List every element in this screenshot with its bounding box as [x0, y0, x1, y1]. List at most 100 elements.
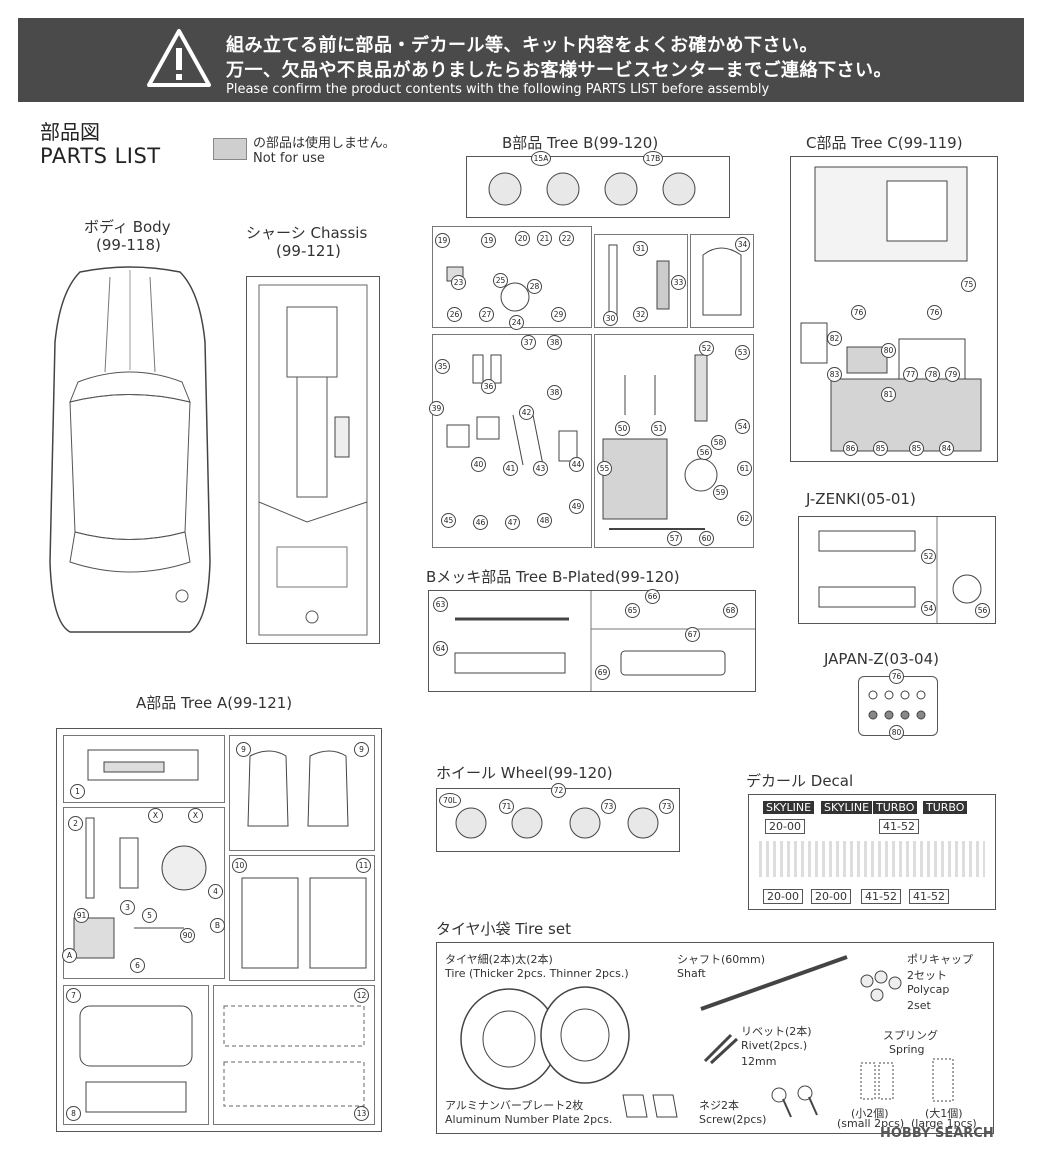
tree-b-cell-1: 19 19 20 21 22 23 25 24 26 27 28 29 — [432, 226, 592, 330]
japan-z-drawing — [868, 690, 926, 720]
j-zenki-label: J-ZENKI(05-01) — [806, 490, 916, 508]
part-number: 28 — [527, 279, 542, 294]
j-zenki-frame: 52 54 56 — [798, 516, 996, 624]
tree-b-cell-3: 34 — [690, 234, 754, 328]
tree-c-drawing — [800, 166, 982, 452]
floor-parts — [241, 877, 367, 969]
part-number: 46 — [473, 515, 488, 530]
part-number: 13 — [354, 1106, 369, 1121]
part-number: 17B — [643, 151, 663, 166]
part-number: 56 — [975, 603, 990, 618]
legend-text-jp: の部品は使用しません。 — [253, 136, 396, 151]
part-number: 66 — [645, 589, 660, 604]
parts-list-title-jp: 部品図 — [40, 120, 100, 144]
decal-sheet: SKYLINE SKYLINE TURBO TURBO 20-00 41-52 … — [748, 794, 996, 910]
rivet-text-jp: リベット(2本) — [741, 1025, 812, 1038]
part-number: 76 — [851, 305, 866, 320]
part-number: 40 — [471, 457, 486, 472]
body-code: (99-118) — [96, 236, 161, 254]
part-number: 85 — [873, 441, 888, 456]
part-number: 53 — [735, 345, 750, 360]
spring-text-jp: スプリング — [883, 1029, 938, 1042]
polycap-text-en-2: 2set — [907, 999, 931, 1012]
shaft-text-jp: シャフト(60mm) — [677, 953, 766, 966]
part-number: 36 — [481, 379, 496, 394]
part-number: 86 — [843, 441, 858, 456]
part-number: 73 — [659, 799, 674, 814]
plate-text-en: Aluminum Number Plate 2pcs. — [445, 1113, 613, 1126]
part-number: 6 — [130, 958, 145, 973]
part-number: 78 — [925, 367, 940, 382]
part-number: 55 — [597, 461, 612, 476]
part-number: 2 — [68, 816, 83, 831]
part-number: 27 — [479, 307, 494, 322]
part-number: 54 — [735, 419, 750, 434]
tree-a-cell-floor: 10 11 — [229, 855, 375, 981]
part-number: 56 — [697, 445, 712, 460]
rivet-text-en: Rivet(2pcs.) — [741, 1039, 808, 1052]
part-number: B — [210, 918, 225, 933]
banner-line-1: 組み立てる前に部品・デカール等、キット内容をよくお確かめ下さい。 — [226, 35, 818, 56]
part-number: 91 — [74, 908, 89, 923]
spring-large-jp: (大1個) — [925, 1107, 963, 1120]
part-number: 42 — [519, 405, 534, 420]
part-number: 12 — [354, 988, 369, 1003]
japan-z-label: JAPAN-Z(03-04) — [824, 650, 939, 668]
dashboard-part — [87, 749, 199, 781]
part-number: 21 — [537, 231, 552, 246]
spring-drawing — [860, 1058, 954, 1102]
banner-line-2: 万一、欠品や不良品がありましたらお客様サービスセンターまでご連絡下さい。 — [226, 60, 892, 81]
chassis-drawing — [258, 284, 368, 636]
part-number: 41 — [503, 461, 518, 476]
part-number: X — [188, 808, 203, 823]
screw-drawing — [771, 1085, 818, 1118]
tree-a-cell-interior: 2 3 4 5 6 X X 91 90 A B — [62, 807, 225, 979]
part-number: 38 — [547, 335, 562, 350]
banner-line-3: Please confirm the product contents with… — [226, 82, 770, 97]
decal-plate-2: 41-52 — [879, 819, 919, 834]
part-number: 8 — [66, 1106, 81, 1121]
chassis-tree — [246, 276, 380, 644]
tires-drawing — [460, 986, 630, 1090]
part-number: 80 — [881, 343, 896, 358]
part-number: 29 — [551, 307, 566, 322]
part-number: 43 — [533, 461, 548, 476]
part-number: 1 — [70, 784, 85, 799]
number-plate-drawing — [622, 1094, 678, 1118]
shaft-text-en: Shaft — [677, 967, 706, 980]
part-number: 69 — [595, 665, 610, 680]
part-number: 37 — [521, 335, 536, 350]
decal-plate-3: 20-00 — [763, 889, 803, 904]
part-number: 26 — [447, 307, 462, 322]
part-number: 19 — [435, 233, 450, 248]
tree-b-top-frame: 15A 17B — [466, 151, 730, 218]
tree-b-label: B部品 Tree B(99-120) — [502, 134, 659, 152]
tree-a-cell-panels: 12 13 — [213, 985, 375, 1125]
decal-plate-4: 20-00 — [811, 889, 851, 904]
part-number: 20 — [515, 231, 530, 246]
part-number: 48 — [537, 513, 552, 528]
part-number: 23 — [451, 275, 466, 290]
legend-swatch — [213, 138, 247, 160]
tree-a-cell-dashboard: 1 — [63, 735, 225, 803]
screw-text-en: Screw(2pcs) — [699, 1113, 767, 1126]
pedal-grille-parts — [602, 354, 718, 530]
tree-b-main: 19 19 20 21 22 23 25 24 26 27 28 29 30 3… — [429, 226, 754, 548]
spring-text-en: Spring — [889, 1043, 925, 1056]
wheel-parts — [455, 807, 659, 839]
decal-plate-1: 20-00 — [765, 819, 805, 834]
part-number: 34 — [735, 237, 750, 252]
rivet-length: 12mm — [741, 1055, 777, 1068]
tree-b-wheels — [488, 172, 696, 206]
part-number: 70L — [439, 793, 461, 808]
part-number: 57 — [667, 531, 682, 546]
plated-parts-drawing — [454, 591, 755, 691]
part-number: 73 — [601, 799, 616, 814]
part-number: 30 — [603, 311, 618, 326]
part-number: 80 — [889, 725, 904, 740]
decal-turbo-2: TURBO — [923, 801, 968, 814]
rivet-drawing — [703, 1033, 739, 1065]
part-number: 45 — [441, 513, 456, 528]
misc-interior-parts — [446, 354, 578, 466]
part-number: 72 — [551, 783, 566, 798]
